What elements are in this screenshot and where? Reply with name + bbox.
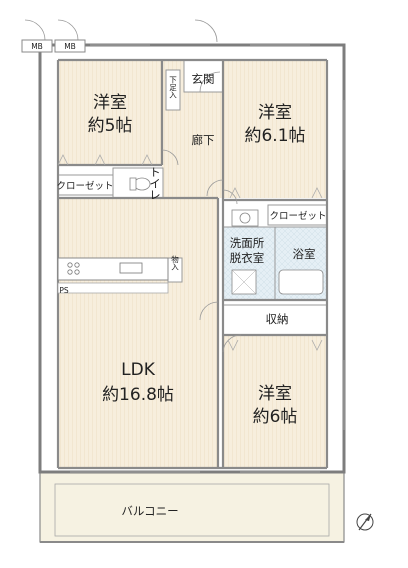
- mb-boxes: [21, 39, 86, 53]
- windows: [39, 44, 345, 473]
- room-ldk-name: LDK: [121, 360, 156, 380]
- label-mb-1: MB: [31, 42, 43, 51]
- room-western-ne: [223, 60, 327, 198]
- label-storage: 収納: [266, 312, 289, 326]
- room-western-se: [223, 335, 327, 468]
- label-mb-2: MB: [64, 42, 76, 51]
- room-ldk-size: 約16.8帖: [102, 385, 174, 405]
- label-roka: 廊下: [192, 133, 215, 147]
- label-getabako: 下足入: [168, 75, 177, 98]
- label-ps: PS: [59, 286, 69, 295]
- room-western-se-name: 洋室: [258, 384, 292, 404]
- label-washroom-2: 脱衣室: [230, 251, 265, 265]
- north-arrow-icon: [356, 513, 374, 531]
- room-western-nw: [58, 60, 162, 165]
- getabako-box: [165, 69, 181, 111]
- room-western-se-size: 約6帖: [253, 407, 298, 427]
- room-western-ne-name: 洋室: [258, 103, 292, 123]
- label-closet-west: クローゼット: [56, 180, 113, 192]
- door-arcs: [24, 19, 242, 353]
- label-monoire: 物入: [170, 254, 179, 270]
- room-western-nw-name: 洋室: [93, 93, 127, 113]
- toilet-fixture: [129, 177, 151, 191]
- room-ldk: [58, 198, 218, 468]
- kitchen-counter: [57, 257, 169, 294]
- interior-walls: [56, 58, 329, 470]
- genkan-area: [183, 59, 224, 93]
- balcony-area: [39, 471, 345, 543]
- storage: [222, 304, 328, 336]
- label-washroom-1: 洗面所: [230, 236, 265, 250]
- washroom-fixtures: [231, 209, 324, 295]
- label-bathroom: 浴室: [293, 247, 316, 261]
- label-balcony: バルコニー: [121, 504, 178, 518]
- door-markers: [57, 154, 323, 351]
- label-toilet: トイレ: [148, 166, 162, 201]
- label-genkan: 玄関: [192, 72, 215, 86]
- label-closet-east: クローゼット: [269, 210, 326, 222]
- room-western-ne-size: 約6.1帖: [244, 126, 305, 146]
- room-western-nw-size: 約5帖: [88, 116, 133, 136]
